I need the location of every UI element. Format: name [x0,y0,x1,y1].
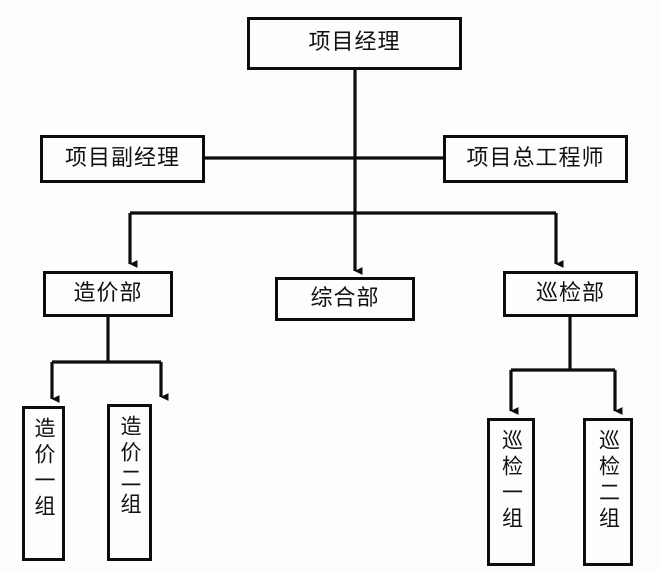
node-deputy-project-manager[interactable]: 项目副经理 [40,135,205,183]
node-label-inspection-group-1: 巡检一组 [499,429,524,533]
node-label-cost-group-2: 造价二组 [118,415,142,519]
node-label-cost-department: 造价部 [73,280,143,306]
node-project-manager[interactable]: 项目经理 [247,17,462,70]
node-label-chief-engineer: 项目总工程师 [466,145,605,171]
node-chief-engineer[interactable]: 项目总工程师 [443,135,628,183]
node-label-inspection-department: 巡检部 [535,280,605,306]
node-cost-group-1[interactable]: 造价一组 [22,406,65,561]
node-label-general-department: 综合部 [310,285,380,311]
node-general-department[interactable]: 综合部 [275,277,415,321]
node-cost-group-2[interactable]: 造价二组 [107,404,152,561]
node-label-cost-group-1: 造价一组 [32,417,56,521]
node-label-inspection-group-2: 巡检二组 [596,429,621,533]
node-inspection-department[interactable]: 巡检部 [503,271,638,317]
node-label-deputy-project-manager: 项目副经理 [64,145,180,171]
node-inspection-group-2[interactable]: 巡检二组 [583,418,633,566]
node-label-project-manager: 项目经理 [308,30,401,56]
node-cost-department[interactable]: 造价部 [43,271,173,317]
node-inspection-group-1[interactable]: 巡检一组 [487,418,535,566]
